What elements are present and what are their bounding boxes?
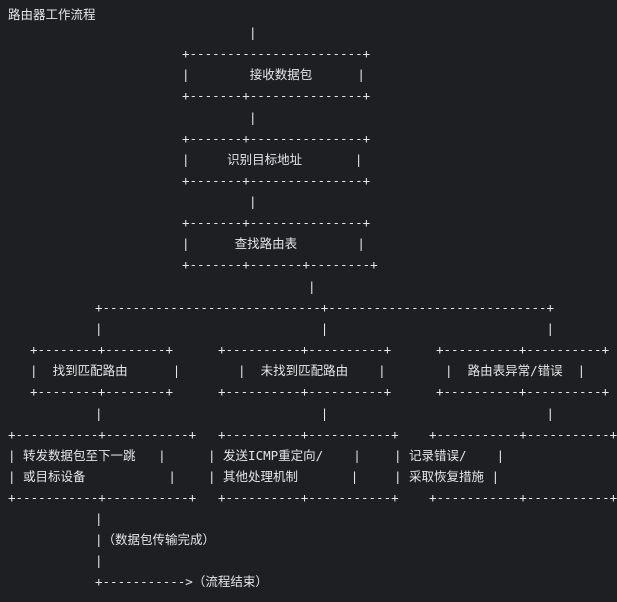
diagram-line: | 查找路由表 | [182,236,365,251]
diagram-line: +-----------+-----------+ [429,490,617,505]
diagram-line: | 找到匹配路由 | [30,363,181,378]
diagram-line: |（数据包传输完成） [95,532,216,547]
diagram-line: +-----------+-----------+ [8,427,197,442]
diagram-line: | [249,110,257,125]
diagram-line: | 转发数据包至下一跳 | [8,448,166,463]
diagram-line: +-------+---------------+ [182,173,371,188]
diagram-line: +--------+--------+ [30,384,173,399]
diagram-line: | 接收数据包 | [182,67,365,82]
diagram-line: | [249,25,257,40]
diagram-line: +----------+-----------+ [218,427,399,442]
diagram-line: +-----------------------+ [182,46,371,61]
diagram-line: +-------+---------------+ [182,88,371,103]
diagram-line: | [308,279,316,294]
diagram-line: | 未找到匹配路由 | [238,363,386,378]
diagram-line: | 其他处理机制 | [208,469,359,484]
diagram-line: +--------+--------+ [30,342,173,357]
diagram-line: | 或目标设备 | [8,469,176,484]
diagram-line: +-------+---------------+ [182,215,371,230]
diagram-line: +-----------------------------+---------… [95,300,555,315]
diagram-line: +----------+-----------+ [218,490,399,505]
diagram-line: | | | [95,321,555,336]
diagram-line: | 发送ICMP重定向/ | [208,448,361,463]
diagram-line: | [95,511,103,526]
diagram-line: +-------+-------+--------+ [182,257,378,272]
diagram-title: 路由器工作流程 [8,7,96,22]
diagram-line: +----------+----------+ [436,384,610,399]
diagram-line: | 记录错误/ | [394,448,505,463]
diagram-line: | 识别目标地址 | [182,152,363,167]
diagram-line: +-------+---------------+ [182,131,371,146]
diagram-line: | 采取恢复措施 | [394,469,500,484]
diagram-line: +----------->（流程结束） [95,574,268,589]
diagram-line: | | | [95,406,555,421]
diagram-line: | [249,194,257,209]
diagram-line: +----------+----------+ [218,384,392,399]
diagram-line: | [95,553,103,568]
diagram-line: +-----------+-----------+ [429,427,617,442]
diagram-line: +----------+----------+ [218,342,392,357]
diagram-line: +----------+----------+ [436,342,610,357]
diagram-line: +-----------+-----------+ [8,490,197,505]
diagram-line: | 路由表异常/错误 | [445,363,586,378]
